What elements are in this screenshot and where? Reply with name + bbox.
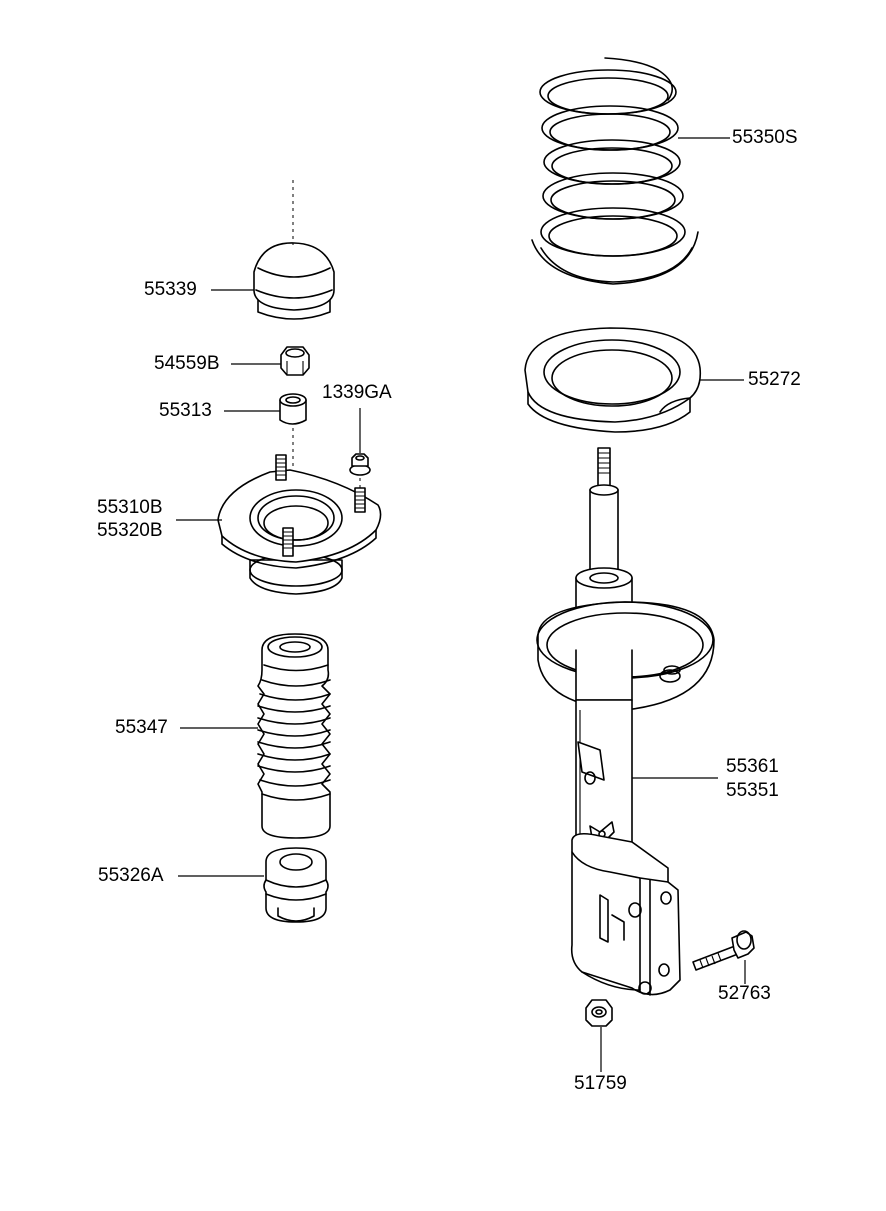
spring-seat-drawing bbox=[524, 327, 702, 433]
label-55347: 55347 bbox=[115, 717, 168, 738]
label-55351: 55351 bbox=[726, 780, 779, 801]
label-55272: 55272 bbox=[748, 369, 801, 390]
dust-cover-drawing bbox=[257, 633, 331, 839]
bolt-drawing bbox=[692, 930, 755, 971]
label-55350S: 55350S bbox=[732, 127, 798, 148]
label-1339GA: 1339GA bbox=[322, 382, 392, 403]
flange-nut-drawing bbox=[349, 453, 371, 476]
leader-lines bbox=[176, 137, 746, 1072]
self-locking-nut-drawing bbox=[280, 346, 310, 376]
label-55310B: 55310B bbox=[97, 497, 163, 518]
dust-cap-drawing bbox=[253, 242, 335, 320]
label-51759: 51759 bbox=[574, 1073, 627, 1094]
label-55313: 55313 bbox=[159, 400, 212, 421]
coil-spring-drawing bbox=[531, 57, 699, 285]
nut-drawing bbox=[585, 999, 613, 1027]
bumper-stopper-drawing bbox=[263, 847, 329, 923]
label-55361: 55361 bbox=[726, 756, 779, 777]
label-52763: 52763 bbox=[718, 983, 771, 1004]
strut-mount-drawing bbox=[217, 454, 382, 595]
label-55320B: 55320B bbox=[97, 520, 163, 541]
label-54559B: 54559B bbox=[154, 353, 220, 374]
spacer-drawing bbox=[279, 393, 307, 425]
strut-assembly-drawing bbox=[536, 447, 715, 996]
label-55326A: 55326A bbox=[98, 865, 164, 886]
label-55339: 55339 bbox=[144, 279, 197, 300]
